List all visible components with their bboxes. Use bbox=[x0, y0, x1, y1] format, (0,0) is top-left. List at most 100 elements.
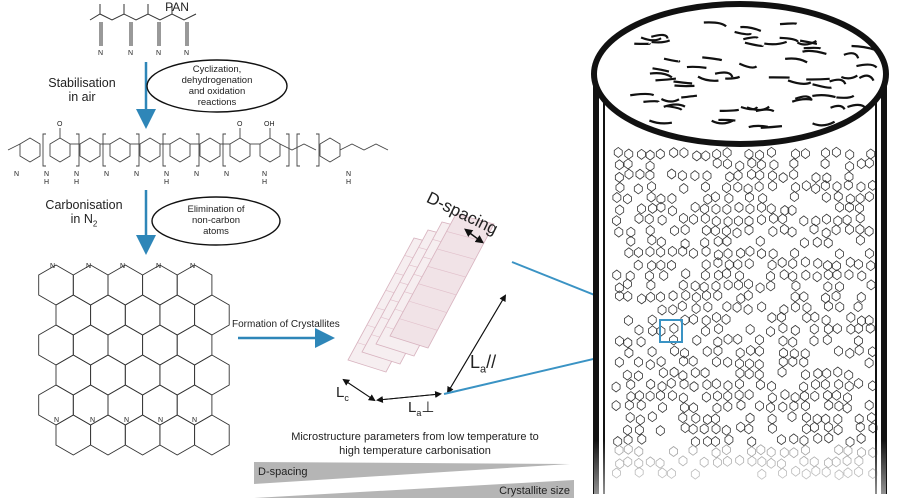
graphitic-network-nitrogens: N N N N N N N N N N bbox=[50, 263, 197, 424]
fibre-texture-cell bbox=[744, 148, 754, 160]
fibre-texture-cell bbox=[812, 271, 822, 283]
fibre-texture-cell bbox=[799, 356, 809, 368]
fibre-texture-cell bbox=[822, 213, 831, 225]
fibre-texture-cell bbox=[721, 424, 731, 436]
hydrogen-atom: H bbox=[74, 179, 79, 186]
top-face-swirl bbox=[630, 92, 655, 97]
fibre-texture-cell bbox=[713, 345, 723, 357]
nitrogen-atom: N bbox=[104, 171, 109, 178]
fibre-texture-cell bbox=[822, 172, 832, 184]
fibre-texture-cell bbox=[766, 280, 776, 292]
fibre-texture-cell bbox=[802, 411, 811, 423]
fibre-texture-cell bbox=[648, 325, 657, 337]
fibre-texture-cell bbox=[655, 148, 665, 160]
nitrogen-atom: N bbox=[44, 171, 49, 178]
top-face-swirl bbox=[840, 74, 858, 80]
fibre-texture-cell bbox=[678, 370, 688, 382]
fibre-texture-cell bbox=[831, 224, 841, 236]
carbonisation-reactions-text: Elimination of non-carbon atoms bbox=[166, 204, 266, 237]
fibre-texture-cell bbox=[799, 381, 809, 393]
fibre-texture-cell bbox=[680, 347, 689, 359]
fibre-texture-cell bbox=[736, 247, 746, 259]
top-face-swirl bbox=[802, 49, 827, 56]
fibre-texture-cell bbox=[689, 381, 699, 393]
crystallite-stack bbox=[347, 213, 495, 373]
fibre-texture-cell bbox=[624, 148, 634, 160]
fibre-texture-cell bbox=[689, 402, 698, 414]
fibre-texture-cell bbox=[845, 149, 855, 161]
fibre-texture-cell bbox=[647, 346, 657, 358]
fibre-texture-cell bbox=[657, 214, 667, 226]
graphitic-hexagon bbox=[38, 264, 74, 306]
top-face-swirl bbox=[779, 36, 799, 43]
fibre-texture-cell bbox=[864, 357, 874, 369]
fibre-texture-cell bbox=[864, 314, 874, 326]
fibre-texture-cell bbox=[646, 378, 656, 390]
fibre-texture-cell bbox=[833, 413, 843, 425]
fibre-texture-cell bbox=[735, 160, 745, 172]
top-face-swirl bbox=[858, 74, 875, 82]
fibre-texture-cell bbox=[700, 237, 710, 249]
fibre-texture-cell bbox=[745, 203, 755, 215]
fibre-texture-cell bbox=[810, 311, 820, 323]
fibre-texture-cell bbox=[611, 381, 621, 393]
fibre-texture-cell bbox=[613, 146, 623, 158]
fibre-texture-cell bbox=[778, 335, 788, 347]
fibre-texture-cell bbox=[636, 399, 646, 411]
fibre-texture-cell bbox=[725, 171, 735, 183]
fibre-texture-cell bbox=[789, 158, 799, 169]
fibre-texture-cell bbox=[668, 304, 678, 316]
top-face-swirl bbox=[649, 72, 673, 79]
crystallite-size-trend-wedge bbox=[254, 480, 574, 498]
fibre-texture-cell bbox=[755, 400, 764, 412]
lc-label: Lc bbox=[336, 384, 349, 403]
fibre-texture-cell bbox=[713, 289, 723, 301]
fibre-texture-cell bbox=[833, 190, 843, 202]
fibre-texture-cell bbox=[667, 193, 677, 205]
graphitic-hexagon bbox=[176, 264, 213, 306]
fibre-texture-cell bbox=[700, 203, 710, 215]
fibre-texture-cell bbox=[656, 246, 666, 258]
fibre-texture-cell bbox=[677, 170, 687, 182]
nitrogen-atom: N bbox=[50, 263, 55, 270]
fibre-texture-cell bbox=[692, 150, 702, 162]
lc-sub: c bbox=[344, 393, 349, 403]
fibre-texture-cell bbox=[723, 216, 733, 228]
graphitic-hexagon bbox=[90, 294, 126, 336]
fibre-texture-cell bbox=[844, 380, 854, 392]
graphitic-hexagon bbox=[142, 264, 178, 306]
fibre-texture-cell bbox=[711, 203, 721, 215]
fibre-texture-cell bbox=[766, 326, 775, 338]
fibre-texture-cell bbox=[767, 380, 776, 392]
fibre-texture-cell bbox=[701, 181, 710, 193]
stabilisation-line2: in air bbox=[68, 90, 96, 104]
fibre-texture-cell bbox=[732, 301, 742, 313]
elimination-line1: Elimination of bbox=[187, 204, 245, 215]
top-face-swirl bbox=[719, 108, 740, 112]
fibre-texture-cell bbox=[723, 380, 733, 392]
fibre-texture-cell bbox=[634, 356, 643, 368]
fibre-texture-cell bbox=[780, 389, 790, 401]
fibre-texture-cell bbox=[823, 269, 833, 281]
fibre-texture-cell bbox=[623, 158, 633, 170]
fibre-texture-cell bbox=[623, 193, 632, 205]
top-face-swirl bbox=[718, 118, 736, 122]
fibre-texture-cell bbox=[809, 335, 819, 347]
fibre-texture-cell bbox=[647, 234, 657, 246]
graphitic-hexagon bbox=[124, 354, 161, 396]
fibre-texture-cell bbox=[623, 424, 632, 436]
reaction-line3: and oxidation bbox=[188, 86, 246, 97]
microstructure-line1: Microstructure parameters from low tempe… bbox=[291, 431, 539, 443]
top-face-swirl bbox=[764, 40, 788, 46]
fibre-texture-cell bbox=[811, 172, 821, 184]
fibre-texture-cell bbox=[791, 280, 801, 292]
fibre-texture-cell bbox=[857, 270, 867, 282]
graphitic-hexagon bbox=[107, 324, 144, 366]
fibre-texture-cell bbox=[779, 269, 789, 281]
fibre-texture-cell bbox=[820, 180, 830, 192]
fibre-texture-cell bbox=[645, 390, 655, 402]
fibre-texture-cell bbox=[809, 421, 819, 433]
fibre-texture-cell bbox=[667, 205, 677, 217]
fibre-texture-cell bbox=[670, 225, 679, 237]
fibre-texture-cell bbox=[647, 314, 657, 326]
